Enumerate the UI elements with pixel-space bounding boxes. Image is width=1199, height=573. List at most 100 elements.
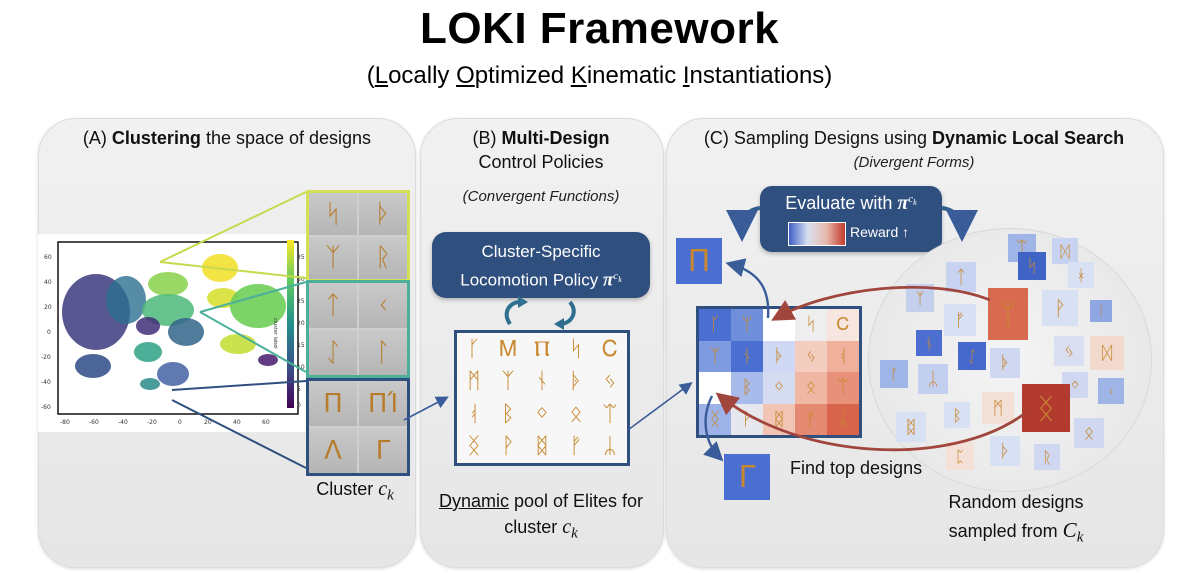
robot-design-icon: ᛦ — [827, 403, 859, 435]
robot-design-icon: ᛝ — [467, 434, 481, 460]
robot-design-icon: ᚮ — [467, 401, 481, 427]
robot-design-icon: ᛗ — [467, 369, 481, 395]
panel-c-title: (C) Sampling Designs using Dynamic Local… — [703, 128, 1125, 148]
new-design-tile: Γ — [724, 454, 770, 500]
colorbar-tick: 5 — [297, 386, 301, 393]
robot-design-icon: ᛟ — [569, 401, 583, 427]
sampled-design-tile: ᚱ — [1034, 444, 1060, 470]
colorbar-tick: 10 — [297, 364, 305, 371]
robot-design-icon: ᛉ — [501, 369, 515, 395]
robot-design-icon: ᛜ — [535, 401, 549, 427]
evaluate-box: Evaluate with πck Reward ↑ — [760, 186, 942, 252]
panel-c-subtitle: (Divergent Forms) — [853, 154, 975, 171]
sampled-design-tile: ᚾ — [916, 330, 942, 356]
y-tick: -20 — [41, 354, 51, 361]
robot-design-icon: ᛉ — [309, 237, 357, 279]
y-tick: 40 — [44, 279, 52, 286]
robot-design-icon: Ꮇ — [499, 336, 517, 362]
sampled-design-tile: ᛗ — [982, 392, 1014, 424]
robot-design-icon: ᛃ — [795, 340, 827, 372]
x-tick: -60 — [89, 419, 99, 426]
robot-design-icon: ᚱ — [359, 237, 407, 279]
scatter-x-ticks: -80 -60 -40 -20 0 20 40 60 — [60, 419, 270, 426]
sampled-design-tile: ᛦ — [918, 364, 948, 394]
sampled-design-tile: ᚧ — [990, 348, 1020, 378]
robot-design-icon: ᛠ — [827, 372, 859, 404]
scatter-y-ticks: 60 40 20 0 -20 -40 -60 — [41, 254, 52, 411]
robot-design-icon: ᚠ — [795, 403, 827, 435]
sampled-design-tile: ᛞ — [1090, 336, 1124, 370]
colorbar-tick: 35 — [297, 254, 305, 261]
y-tick: 20 — [44, 304, 52, 311]
robot-design-icon: ᚾ — [535, 369, 549, 395]
robot-design-icon: ᛦ — [603, 434, 617, 460]
figure-title: LOKI Framework — [419, 4, 780, 53]
sampled-design-tile: ᛚ — [880, 360, 908, 388]
locomotion-policy-box: Cluster-Specific Locomotion Policy πck — [432, 232, 650, 298]
reward-gradient — [788, 222, 846, 246]
x-tick: 40 — [233, 419, 241, 426]
cluster-thumbnails-navy: Π ΠΊ Λ Γ — [306, 378, 410, 476]
y-tick: -40 — [41, 379, 51, 386]
colorbar-tick: 0 — [297, 402, 301, 409]
random-designs-label: Random designs sampled from Ck — [948, 492, 1084, 546]
y-tick: -60 — [41, 404, 51, 411]
colorbar-ticks: 35 30 25 20 15 10 5 0 — [297, 240, 311, 409]
sampled-design-tile: ᛏ — [946, 262, 976, 292]
x-tick: -80 — [60, 419, 70, 426]
robot-design-icon: ᛒ — [501, 401, 515, 427]
sampled-design-tile: ᚹ — [1042, 290, 1078, 326]
y-tick: 60 — [44, 254, 52, 261]
panel-b-title: (B) Multi-Design — [472, 128, 610, 148]
sampled-design-tile: ᛘ — [988, 288, 1028, 340]
robot-design-icon: ᛠ — [603, 401, 617, 427]
robot-design-icon: ᛒ — [731, 372, 763, 404]
find-top-designs-label: Find top designs — [790, 458, 923, 478]
cluster-thumbnails-teal: ᛏ ᚲ ᛇ ᛚ — [306, 280, 410, 378]
robot-design-icon: Γ — [359, 428, 407, 473]
figure-subtitle: (Locally Optimized Kinematic Instantiati… — [366, 62, 833, 89]
robot-design-icon: ᚴ — [699, 309, 731, 341]
colorbar-tick: 15 — [297, 342, 305, 349]
sampled-design-tile: ᛞ — [1052, 238, 1078, 264]
ranked-design-heatmap: ᚴ ᛘ ᛋ Ꮯ ᛉ ᚾ ᚧ ᛃ ᚮ ᛒ ᛜ ᛟ ᛠ ᛝ ᚹ ᛥ ᚠ ᛦ — [696, 306, 862, 438]
robot-design-icon: ᛏ — [309, 283, 357, 328]
x-tick: 60 — [262, 419, 270, 426]
robot-design-icon: ᛥ — [535, 434, 549, 460]
robot-design-icon: ᛋ — [569, 336, 583, 362]
robot-design-icon: ᚠ — [569, 434, 583, 460]
elite-pool-grid: ᚴ Ꮇ Ⲡ ᛋ Ꮯ ᛗ ᛉ ᚾ ᚧ ᛃ ᚮ ᛒ ᛜ ᛟ ᛠ ᛝ ᚹ ᛥ ᚠ ᛦ — [454, 330, 630, 466]
robot-design-icon: Ꮯ — [602, 336, 618, 362]
policy-feedback-arrows — [504, 296, 576, 330]
x-tick: 20 — [204, 419, 212, 426]
elite-pool-label: Dynamic pool of Elites for cluster ck — [438, 491, 644, 542]
x-tick: -40 — [118, 419, 128, 426]
sampled-design-tile: ᛋ — [1018, 252, 1046, 280]
robot-design-icon: ᚴ — [467, 336, 481, 362]
scatter-svg: -80 -60 -40 -20 0 20 40 60 60 40 20 0 -2… — [41, 241, 299, 426]
sampled-design-tile: ᛁ — [1090, 300, 1112, 322]
replaced-design-tile: Π — [676, 238, 722, 284]
robot-design-icon: ᛉ — [699, 340, 731, 372]
colorbar-tick: 20 — [297, 320, 305, 327]
robot-design-icon: ᛃ — [603, 369, 617, 395]
sampled-design-tile: ᛒ — [944, 402, 970, 428]
cluster-scatter-plot: -80 -60 -40 -20 0 20 40 60 60 40 20 0 -2… — [38, 234, 310, 432]
panel-a-title: (A) Clustering the space of designs — [82, 128, 372, 148]
sampled-design-tile: ᚦ — [990, 436, 1020, 466]
robot-design-icon: ᛋ — [309, 193, 357, 235]
robot-design-icon: ᛜ — [763, 372, 795, 404]
robot-design-icon: Π — [309, 381, 357, 426]
robot-design-icon: ᛋ — [795, 309, 827, 341]
scatter-clusters — [62, 254, 286, 390]
robot-design-icon: ᛘ — [731, 309, 763, 341]
sampled-design-tile: ᚼ — [1068, 262, 1094, 288]
cluster-ck-label: Cluster ck — [316, 478, 394, 504]
panel-b-subtitle: (Convergent Functions) — [462, 188, 620, 205]
robot-design-icon: ᚹ — [501, 434, 515, 460]
robot-design-icon: Ⲡ — [534, 336, 550, 362]
sampled-design-tile: ᚲ — [1098, 378, 1124, 404]
colorbar — [287, 240, 294, 408]
